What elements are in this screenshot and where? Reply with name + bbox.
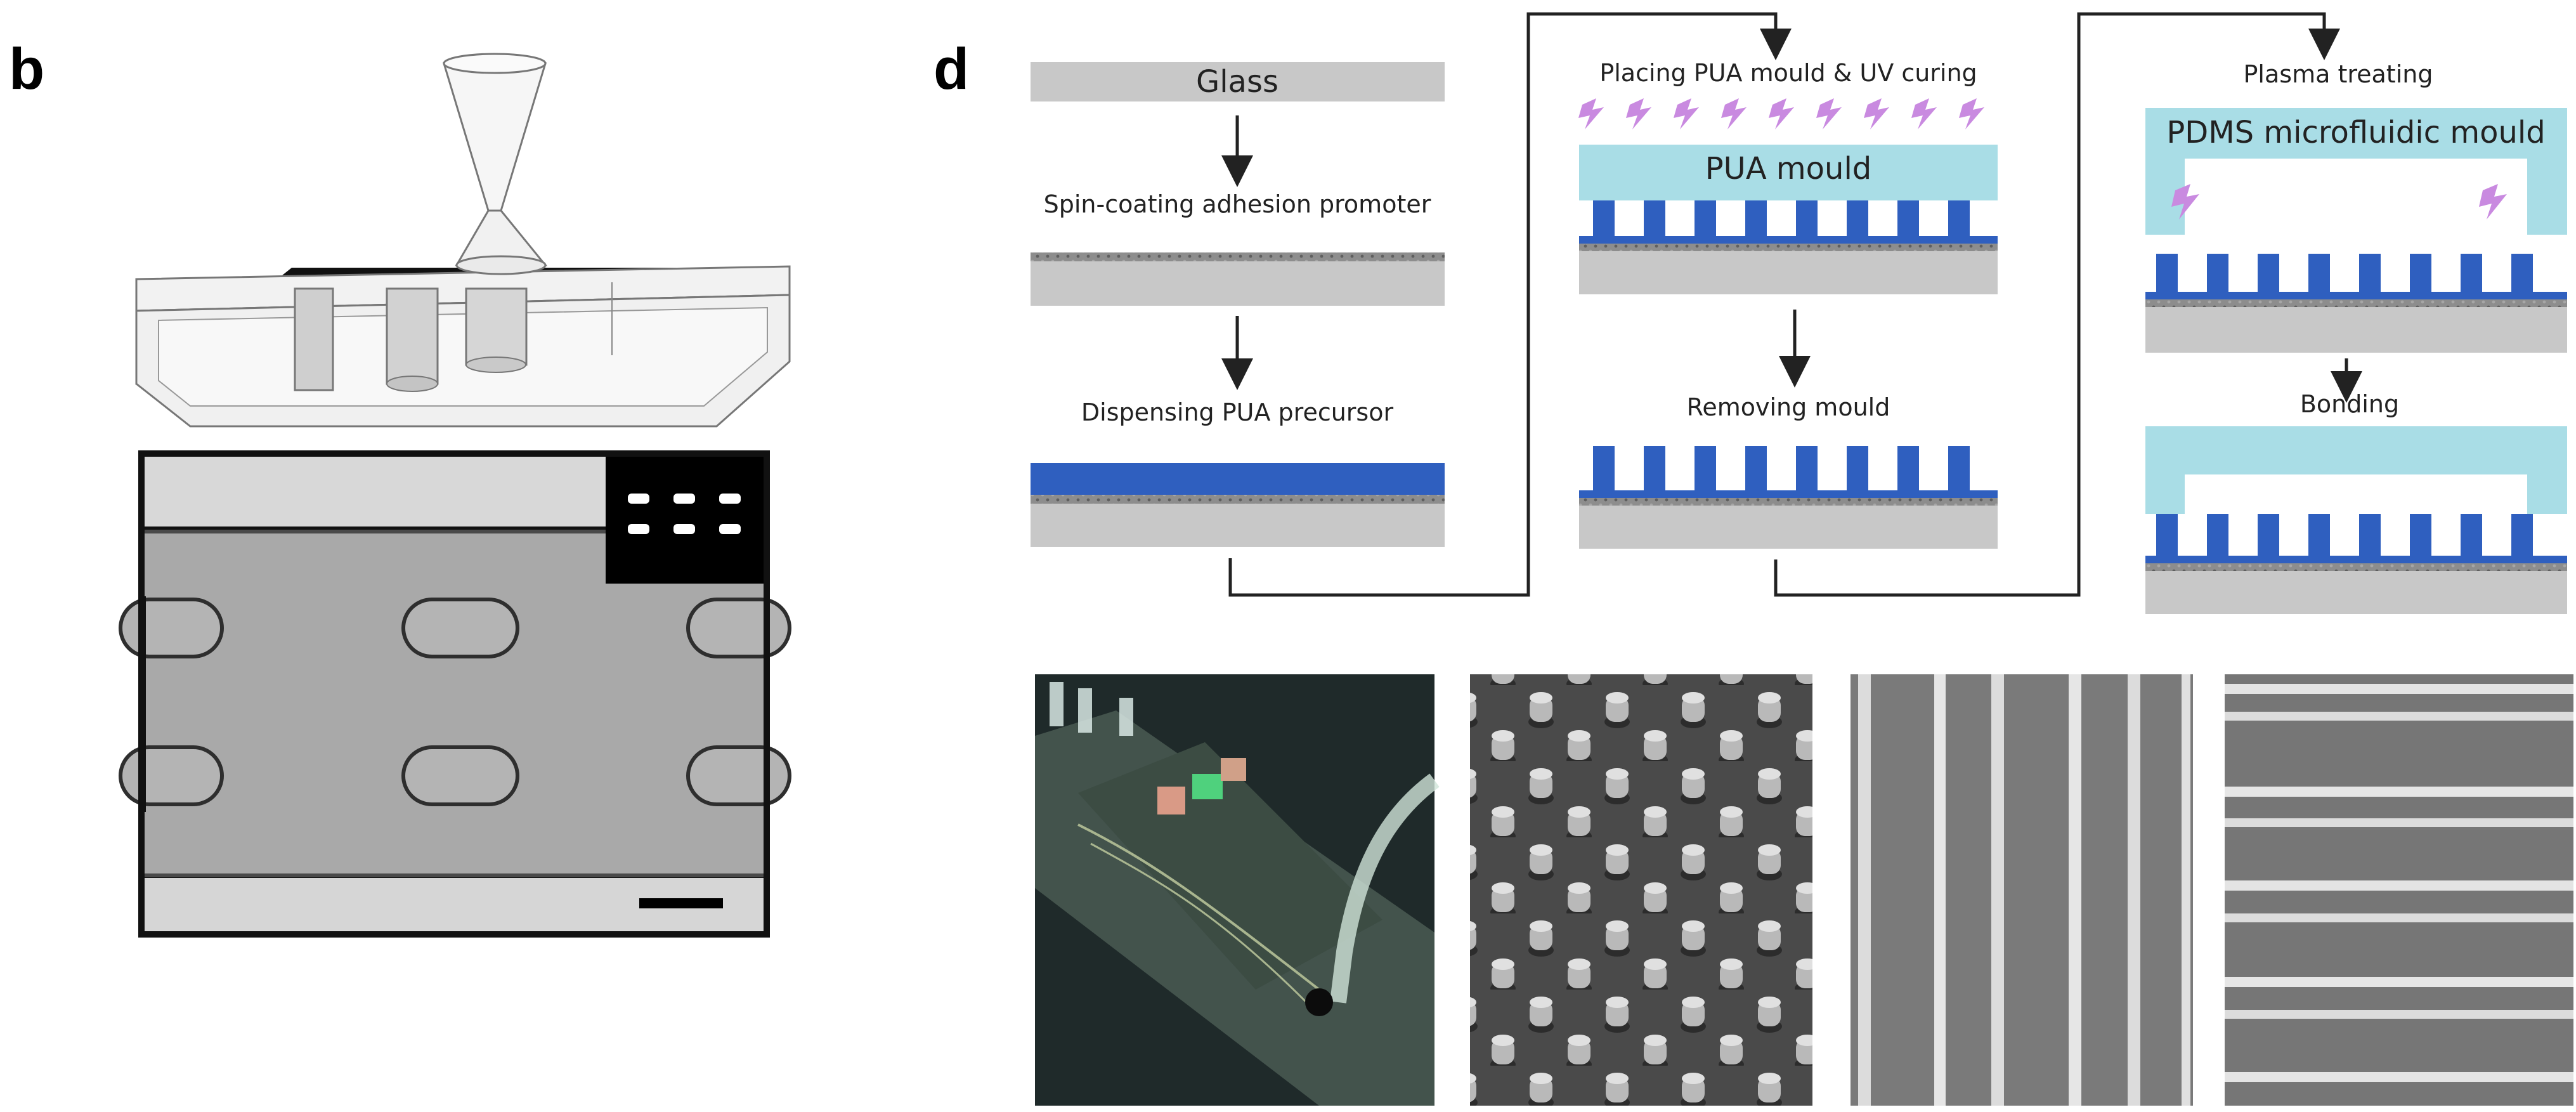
scale-bar [639,898,723,908]
step-bonding: Bonding [2300,390,2399,418]
pua-mould-label: PUA mould [1705,151,1872,186]
step-removing-mould: Removing mould [1687,393,1890,421]
process-column-1: Glass Spin-coating adhesion promoter Dis… [1031,62,1445,547]
microscope-device-schematic [135,53,791,428]
step-placing-mould: Placing PUA mould & UV curing [1599,59,1977,87]
glass-label: Glass [1196,64,1278,100]
plasma-bolt-icon [2171,184,2507,219]
inset-overview [606,457,764,584]
sem-horizontal-lines [2225,674,2573,1106]
flow-connector [1228,12,1792,597]
process-column-3: Plasma treating PDMS microfluidic mould … [2145,60,2567,614]
channel-micrograph [119,450,791,938]
pdms-mould-label: PDMS microfluidic mould [2166,115,2545,150]
panel-letter-d: d [933,37,969,101]
process-column-2: Placing PUA mould & UV curing PUA mould [1578,59,1998,549]
device-photo [1035,674,1440,1106]
sem-vertical-lines [1851,674,2193,1106]
step-plasma-treating: Plasma treating [2244,60,2433,88]
sem-pillar-array [1470,674,1812,1106]
step-dispensing-pua: Dispensing PUA precursor [1081,398,1394,426]
step-spin-coating: Spin-coating adhesion promoter [1044,190,1431,218]
flow-connector [1774,12,2340,597]
uv-bolt-icon [1578,98,1984,129]
panel-letter-b: b [9,37,44,101]
